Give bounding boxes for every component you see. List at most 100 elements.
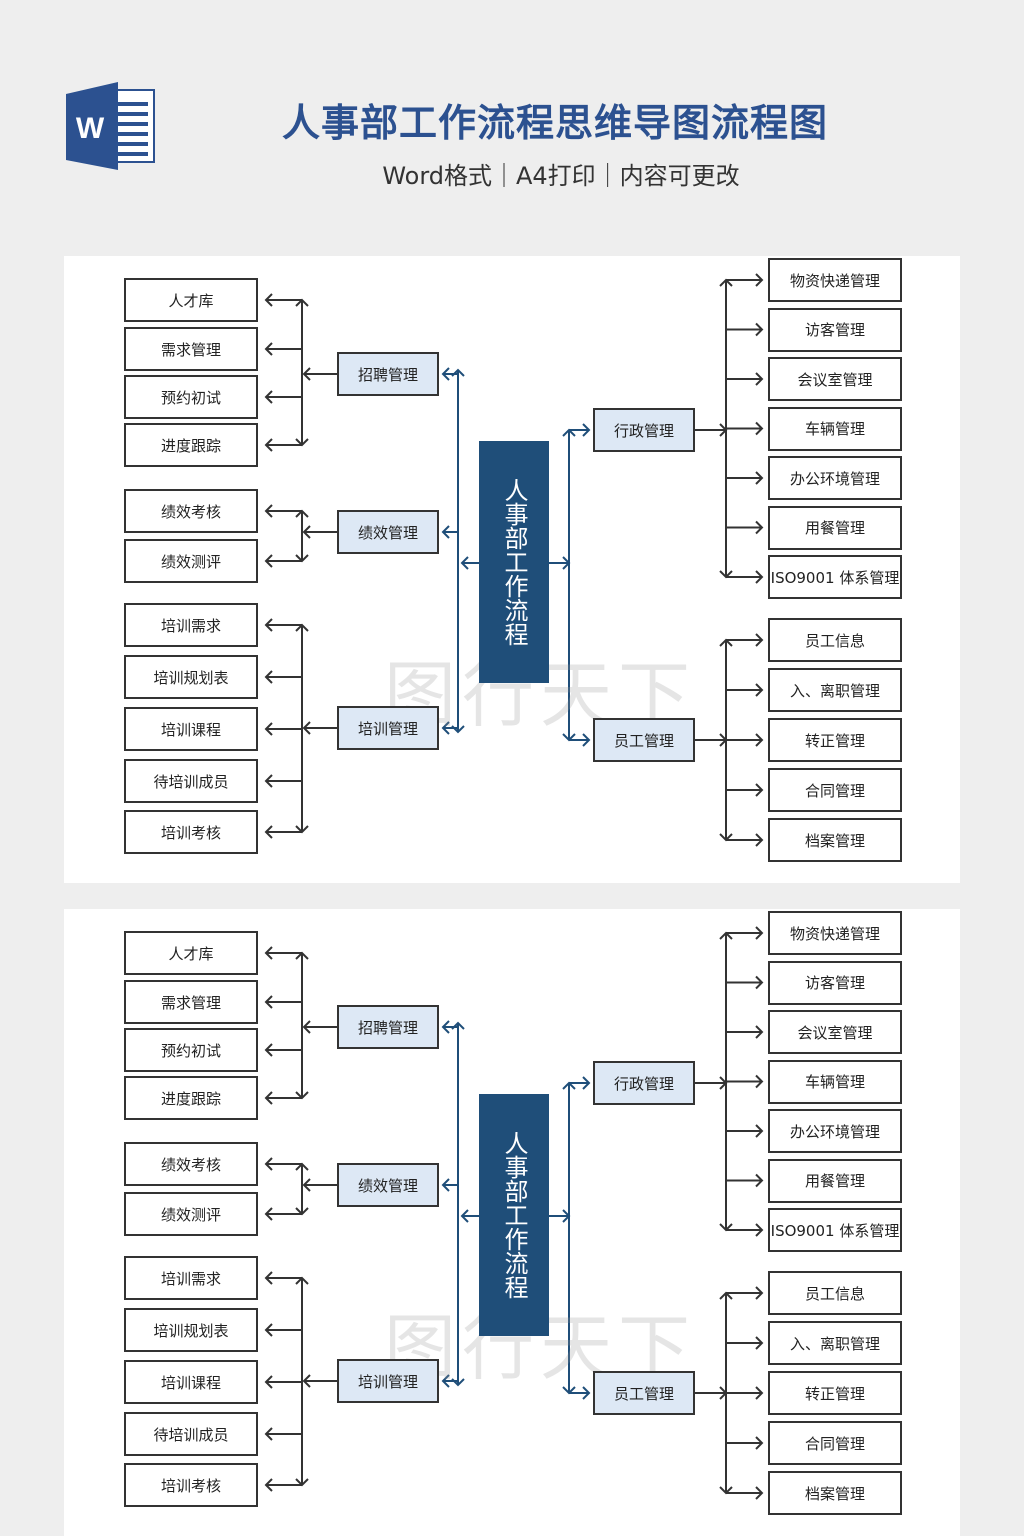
arrowhead-left-icon: [264, 293, 273, 307]
branch-node-label: 员工管理: [613, 731, 674, 750]
leaf-node-label: 办公环境管理: [789, 1122, 880, 1141]
center-node: 人事部工作流程: [479, 441, 549, 683]
leaf-node: 待培训成员: [124, 759, 258, 803]
branch-node-label: 培训管理: [357, 1372, 418, 1391]
leaf-node: 访客管理: [768, 307, 902, 352]
arrowhead-left-icon: [264, 342, 273, 356]
arrowhead-right-icon: [755, 471, 764, 485]
arrowhead-left-icon: [264, 1427, 273, 1441]
arrowhead-right-icon: [755, 322, 764, 337]
leaf-node: 合同管理: [768, 1421, 902, 1465]
leaf-node: 人才库: [124, 278, 258, 322]
leaf-node-label: 培训需求: [160, 616, 221, 635]
leaf-node-label: 访客管理: [804, 321, 865, 339]
leaf-node: 绩效测评: [124, 539, 258, 583]
arrowhead-left-icon: [264, 1157, 273, 1171]
leaf-node-label: 需求管理: [160, 993, 221, 1012]
leaf-node: 车辆管理: [768, 1059, 902, 1104]
arrowhead-left-icon: [460, 556, 469, 570]
page-subtitle: Word格式｜A4打印｜内容可更改: [382, 162, 740, 190]
leaf-node: 绩效考核: [124, 1142, 258, 1186]
center-node: 人事部工作流程: [479, 1094, 549, 1336]
leaf-node-label: 培训课程: [160, 1373, 221, 1392]
arrowhead-left-icon: [264, 438, 273, 452]
branch-node-label: 招聘管理: [357, 1018, 418, 1037]
leaf-node: 合同管理: [768, 768, 902, 812]
branch-node-label: 培训管理: [357, 719, 418, 738]
leaf-node: 培训课程: [124, 707, 258, 751]
arrowhead-left-icon: [264, 995, 273, 1009]
leaf-node-label: 需求管理: [160, 340, 221, 359]
leaf-node: 访客管理: [768, 960, 902, 1005]
arrowhead-right-icon: [755, 1223, 764, 1237]
leaf-node-label: 会议室管理: [797, 1023, 873, 1042]
arrowhead-left-icon: [302, 367, 311, 381]
leaf-node-label: ISO9001 体系管理: [770, 568, 900, 587]
arrowhead-left-icon: [264, 390, 273, 404]
leaf-node: 培训规划表: [124, 655, 258, 699]
arrowhead-right-icon: [582, 1076, 591, 1090]
arrowhead-left-icon: [264, 1271, 273, 1285]
leaf-node-label: 档案管理: [804, 1484, 865, 1503]
arrowhead-left-icon: [302, 1020, 311, 1034]
arrowhead-right-icon: [755, 1124, 764, 1138]
leaf-node-label: 车辆管理: [804, 420, 865, 438]
arrowhead-left-icon: [264, 1091, 273, 1105]
leaf-node: 待培训成员: [124, 1412, 258, 1456]
arrowhead-right-icon: [719, 1076, 728, 1090]
branch-node: 行政管理: [593, 408, 695, 452]
arrowhead-left-icon: [264, 946, 273, 960]
leaf-node-label: 车辆管理: [804, 1073, 865, 1091]
preview-page-1: 图行天下人事部工作流程招聘管理人才库需求管理预约初试进度跟踪绩效管理绩效考核绩效…: [64, 256, 960, 883]
leaf-node: 绩效考核: [124, 489, 258, 533]
leaf-node-label: 绩效测评: [160, 1205, 221, 1224]
leaf-node-label: 入、离职管理: [789, 681, 880, 700]
arrowhead-left-icon: [302, 1374, 311, 1388]
leaf-node-label: 绩效考核: [160, 502, 221, 521]
center-node-label: 人事部工作流程: [500, 478, 528, 646]
leaf-node-label: 入、离职管理: [789, 1334, 880, 1353]
leaf-node: 物资快递管理: [768, 911, 902, 955]
leaf-node: 培训规划表: [124, 1308, 258, 1352]
leaf-node: 培训需求: [124, 1256, 258, 1300]
leaf-node: 办公环境管理: [768, 1109, 902, 1153]
leaf-node: 进度跟踪: [124, 1076, 258, 1120]
leaf-node: 用餐管理: [768, 1158, 902, 1203]
branch-node: 绩效管理: [337, 510, 439, 554]
branch-node-label: 绩效管理: [357, 1176, 418, 1195]
leaf-node-label: 会议室管理: [797, 370, 873, 389]
arrowhead-right-icon: [582, 733, 591, 747]
branch-node-label: 绩效管理: [357, 523, 418, 542]
arrowhead-left-icon: [264, 774, 273, 788]
arrowhead-right-icon: [755, 1436, 764, 1450]
leaf-node: 进度跟踪: [124, 423, 258, 467]
branch-node: 绩效管理: [337, 1163, 439, 1207]
leaf-node: 员工信息: [768, 1271, 902, 1315]
leaf-node-label: 预约初试: [160, 1041, 221, 1060]
leaf-node: 入、离职管理: [768, 1321, 902, 1365]
arrowhead-right-icon: [755, 1386, 764, 1400]
arrowhead-left-icon: [302, 1178, 311, 1192]
arrowhead-right-icon: [755, 926, 764, 940]
branch-node: 员工管理: [593, 718, 695, 762]
leaf-node-label: 用餐管理: [804, 1172, 865, 1190]
leaf-node: 会议室管理: [768, 1010, 902, 1054]
arrowhead-left-icon: [441, 1020, 450, 1034]
arrowhead-right-icon: [755, 633, 764, 647]
leaf-node-label: 合同管理: [804, 1434, 865, 1453]
connector-layer: [264, 273, 764, 847]
leaf-node: ISO9001 体系管理: [768, 555, 902, 599]
arrowhead-left-icon: [264, 504, 273, 518]
arrowhead-right-icon: [582, 423, 591, 437]
leaf-node-label: 待培训成员: [153, 772, 229, 791]
branch-node-label: 招聘管理: [357, 365, 418, 384]
arrowhead-right-icon: [755, 1486, 764, 1500]
preview-page-2: 图行天下人事部工作流程招聘管理人才库需求管理预约初试进度跟踪绩效管理绩效考核绩效…: [64, 909, 960, 1536]
branch-node: 行政管理: [593, 1061, 695, 1105]
leaf-node: 预约初试: [124, 1028, 258, 1072]
leaf-node: 用餐管理: [768, 505, 902, 550]
arrowhead-right-icon: [755, 783, 764, 797]
arrowhead-left-icon: [264, 670, 273, 684]
leaf-node-label: 培训课程: [160, 720, 221, 739]
leaf-node-label: 员工信息: [804, 1284, 865, 1303]
